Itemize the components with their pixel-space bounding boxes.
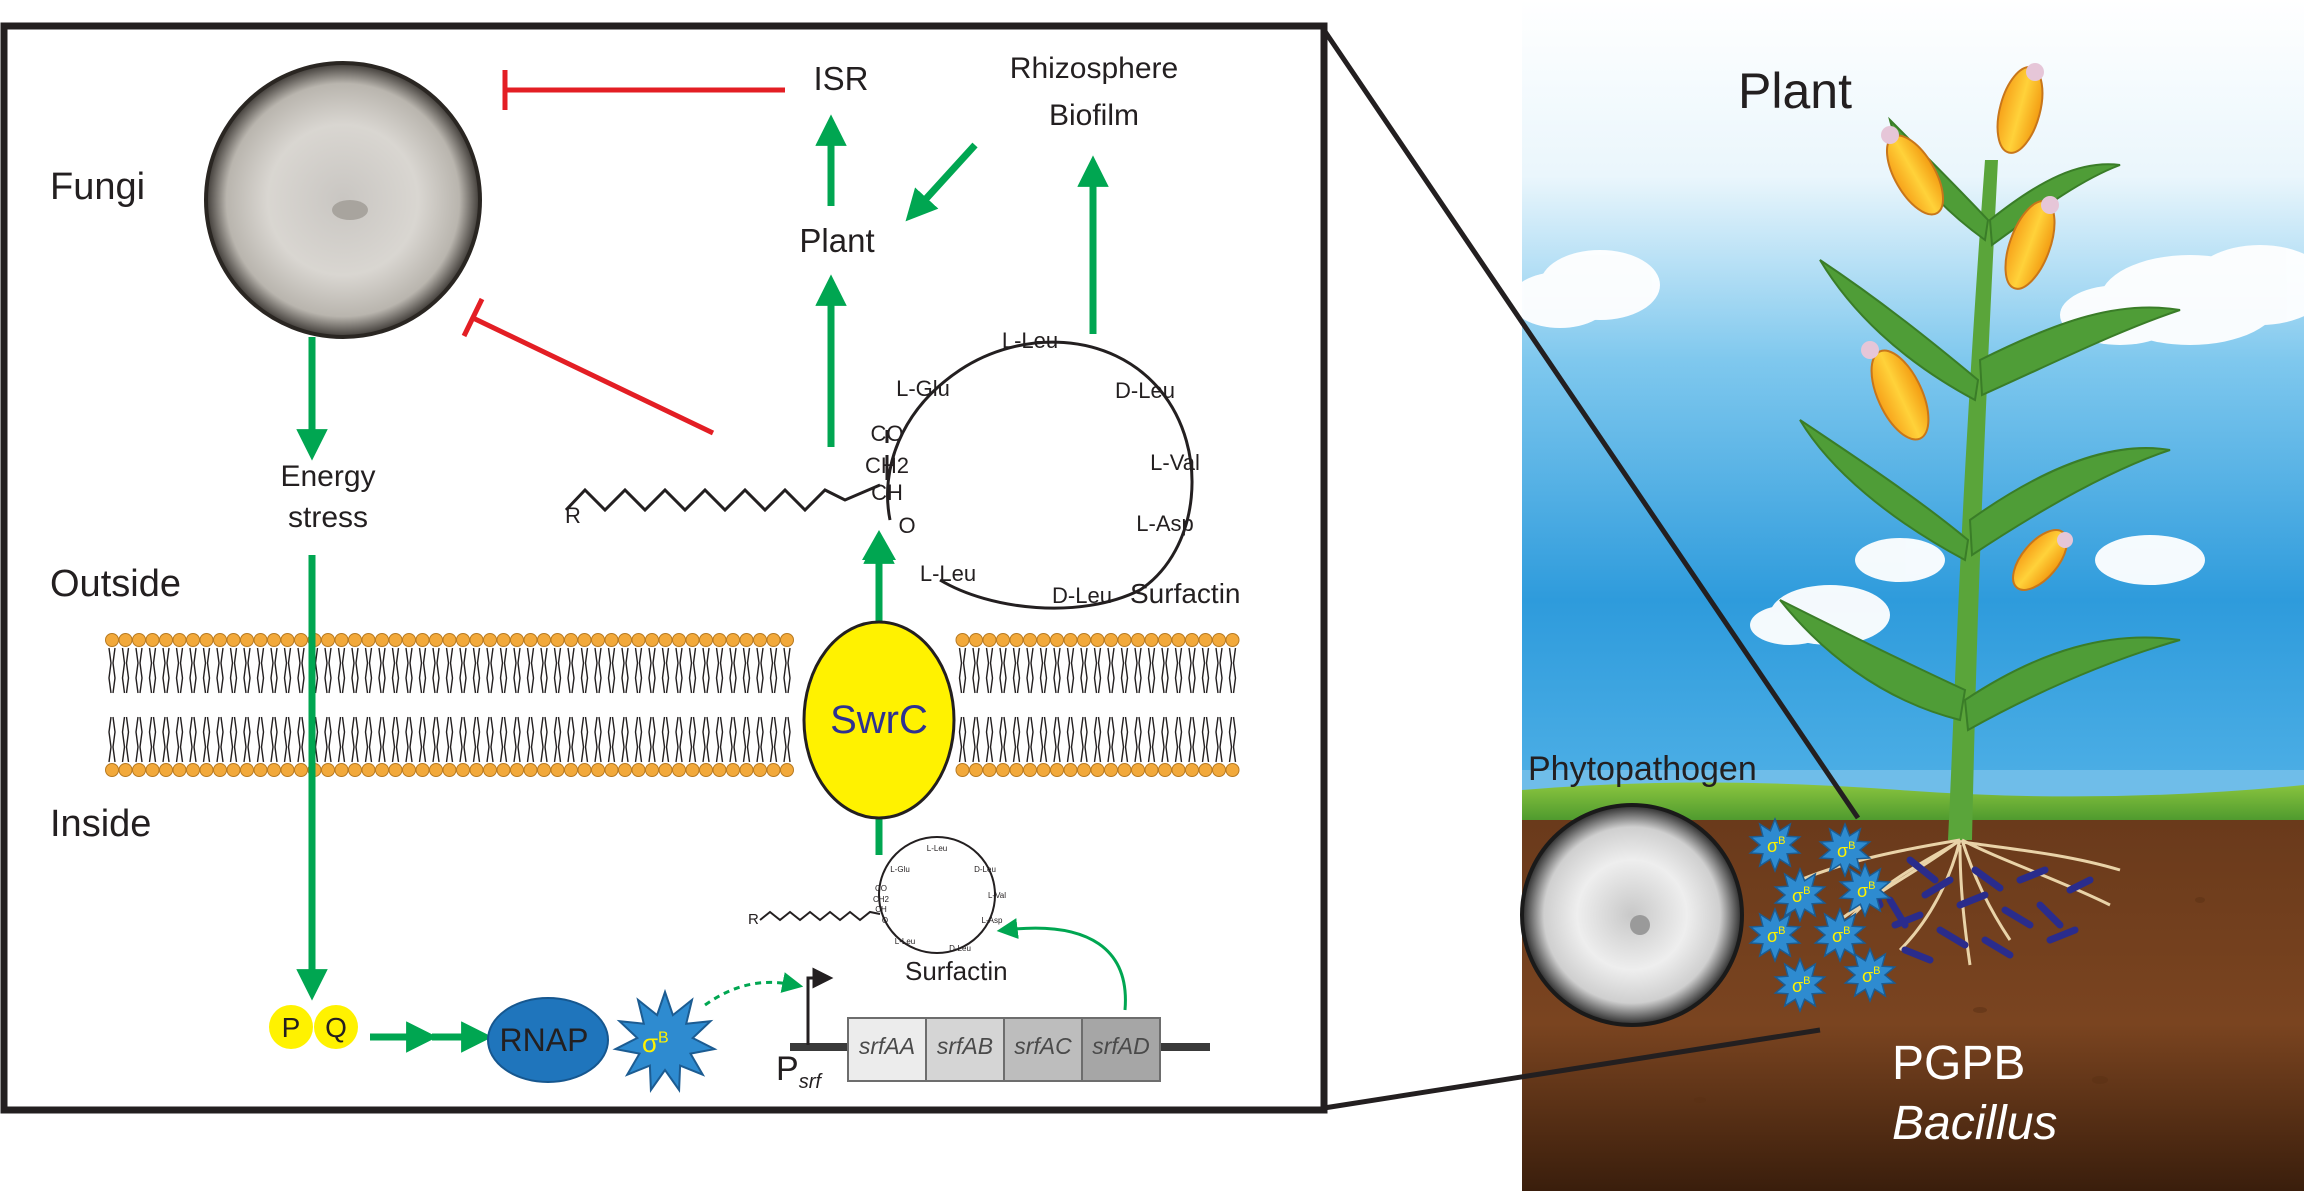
ring-ch: CH — [871, 480, 903, 505]
small-residue-dleu1: D-Leu — [974, 865, 996, 874]
outside-label: Outside — [50, 563, 181, 605]
bacterium-star — [1748, 816, 1802, 874]
operon-to-surfactin-arrow — [996, 918, 1127, 1011]
p-label: P — [281, 1012, 301, 1043]
corn-plant — [1779, 63, 2181, 966]
ring-o: O — [898, 513, 916, 538]
gene-srfad: srfAD — [1092, 1033, 1150, 1059]
bacterium-star — [1843, 946, 1897, 1004]
surfactin-large-label: Surfactin — [1130, 578, 1241, 609]
isr-label: ISR — [813, 60, 869, 97]
residue-leu-bottom: L-Leu — [919, 561, 977, 586]
rhizosphere-label: Rhizosphere — [1009, 52, 1179, 85]
fungi-label: Fungi — [50, 166, 146, 208]
inhibition-arrows — [461, 70, 785, 436]
sigma-symbol: σB — [642, 1028, 669, 1058]
small-residue-dleu2: D-Leu — [949, 944, 971, 953]
bacterium-star — [1813, 906, 1867, 964]
stress-label: stress — [287, 501, 369, 534]
q-label: Q — [325, 1012, 347, 1043]
sigma-to-promoter-arrow — [704, 972, 804, 1007]
residue-leu-top: L-Leu — [1001, 328, 1059, 353]
gene-srfac: srfAC — [1014, 1033, 1072, 1059]
bacterium-star — [1773, 866, 1827, 924]
zoom-line-bottom — [1323, 1027, 1821, 1111]
biofilm-label: Biofilm — [1048, 99, 1140, 132]
sigma-b-factor — [612, 988, 718, 1093]
bacterium-star — [1748, 906, 1802, 964]
small-ring-ch: CH — [875, 905, 887, 914]
small-residue-asp: L-Asp — [981, 916, 1003, 925]
zoom-line-top — [1321, 28, 1861, 820]
small-ring-o: O — [881, 916, 889, 925]
swrc-label: SwrC — [830, 698, 928, 742]
residue-glu: L-Glu — [896, 376, 950, 401]
small-residue-glu: L-Glu — [890, 865, 910, 874]
residue-val: L-Val — [1150, 450, 1200, 475]
export-arrowhead — [862, 530, 896, 560]
q-circle — [314, 1005, 358, 1049]
bacterium-star — [1838, 861, 1892, 919]
bacterium-star — [1818, 821, 1872, 879]
srf-operon — [790, 967, 1210, 1082]
small-ring-co: CO — [875, 884, 887, 893]
phytopathogen-dish — [1520, 803, 1744, 1027]
residue-dleu1: D-Leu — [1115, 378, 1175, 403]
surfactin-small-label: Surfactin — [905, 956, 1008, 986]
small-residue-val: L-Val — [987, 891, 1007, 900]
small-residue-leu-top: L-Leu — [926, 844, 948, 853]
gene-srfaa: srfAA — [858, 1033, 916, 1059]
bacterium-star — [1773, 956, 1827, 1014]
rnap-label: RNAP — [499, 1022, 589, 1058]
plant-target-label: Plant — [799, 222, 875, 259]
gene-srfab: srfAB — [936, 1033, 994, 1059]
r-group-label: R — [565, 503, 581, 528]
rnap — [487, 997, 609, 1083]
phytopathogen-label: Phytopathogen — [1528, 750, 1757, 788]
residue-dleu2: D-Leu — [1052, 583, 1112, 608]
p-circle — [269, 1005, 313, 1049]
ring-ch2: CH2 — [864, 453, 910, 478]
ring-co: CO — [870, 421, 904, 446]
plant-title: Plant — [1738, 63, 1852, 119]
residue-asp: L-Asp — [1136, 511, 1194, 536]
promoter-label: Psrf — [776, 1050, 821, 1093]
small-ring-ch2: CH2 — [872, 895, 890, 904]
main-panel-frame — [0, 22, 1328, 1114]
swrc-transporter — [802, 620, 956, 820]
inside-label: Inside — [50, 803, 152, 845]
small-residue-leu-bottom: L-Leu — [894, 937, 916, 946]
small-r-group: R — [748, 911, 759, 928]
surfactin-small — [759, 836, 996, 954]
bacillus-label: Bacillus — [1892, 1097, 2058, 1150]
surfactin-large — [564, 340, 1194, 610]
pgpb-label: PGPB — [1892, 1037, 2026, 1090]
cell-membrane — [105, 633, 1240, 777]
energy-label: Energy — [280, 460, 376, 493]
fungi-dish — [204, 61, 482, 339]
